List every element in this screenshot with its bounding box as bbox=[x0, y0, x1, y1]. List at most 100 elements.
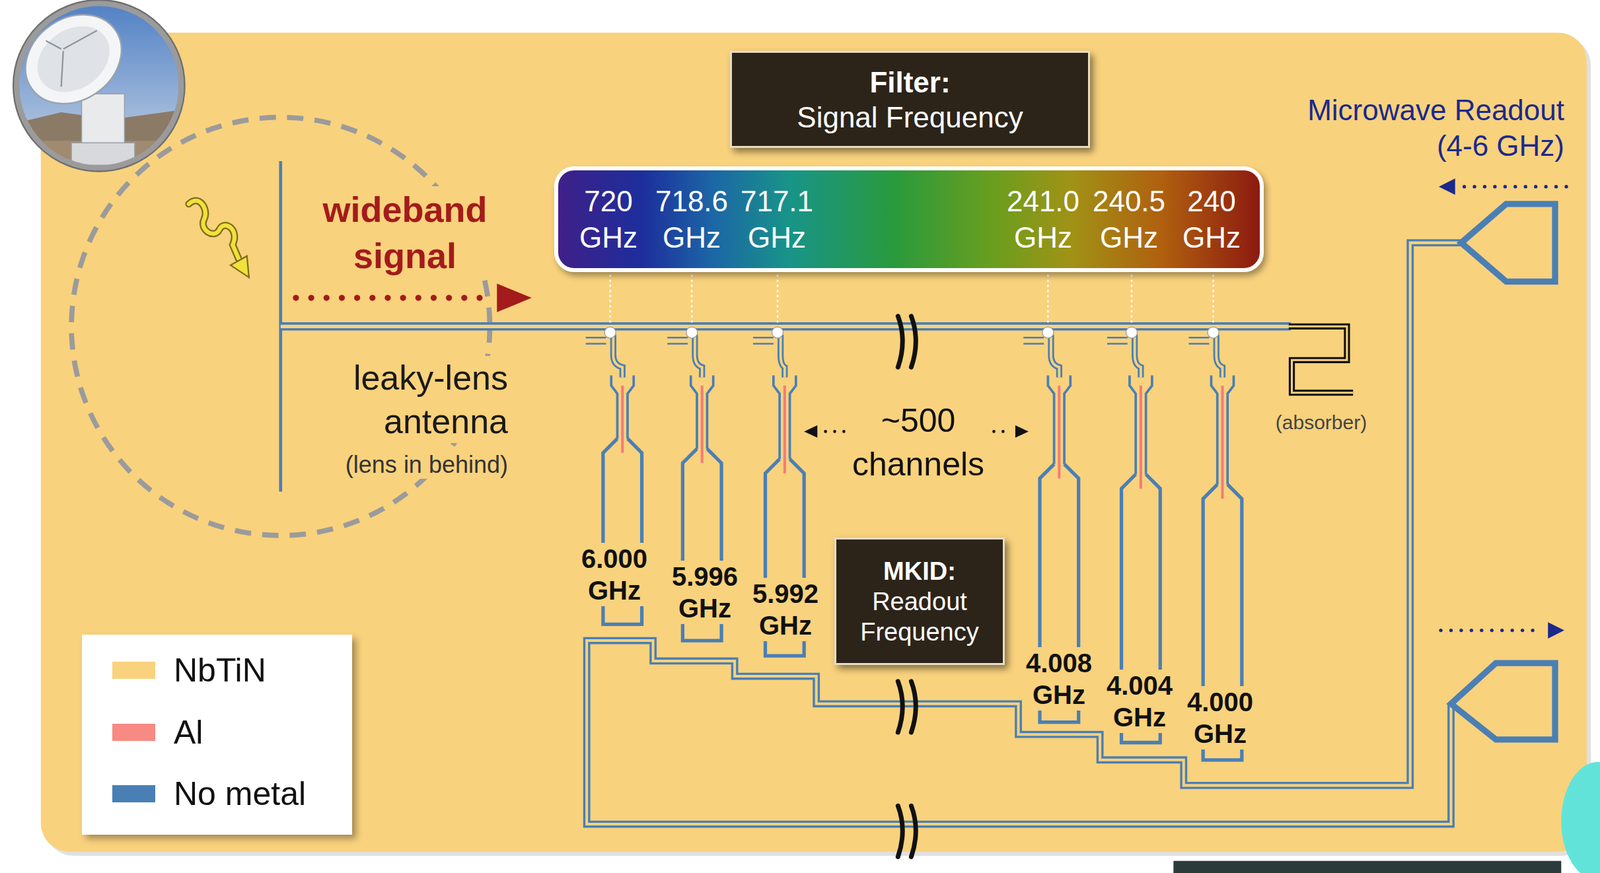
box-text: Signal Frequency bbox=[796, 99, 1023, 135]
coupler-line bbox=[694, 334, 703, 378]
aluminium-strip bbox=[1139, 385, 1143, 489]
break-mark bbox=[897, 805, 916, 857]
antenna-label: leaky-lens antenna bbox=[294, 356, 510, 444]
coupler-line bbox=[1134, 334, 1141, 378]
photon-outline bbox=[188, 200, 240, 260]
filter-label-box: Filter:Signal Frequency bbox=[729, 50, 1091, 148]
readout-line bbox=[586, 243, 1462, 825]
absorber-core bbox=[1288, 326, 1353, 393]
filter-frequency: 241.0 GHz bbox=[1006, 182, 1080, 256]
aluminium-strip bbox=[620, 385, 624, 454]
readout-out-dots bbox=[1463, 184, 1567, 189]
absorber-label: (absorber) bbox=[1273, 410, 1369, 435]
break-mark bbox=[897, 316, 916, 368]
frequency-link bbox=[776, 275, 779, 326]
coupler-line bbox=[613, 334, 623, 378]
legend-label: Al bbox=[173, 713, 203, 752]
signal-arrowhead bbox=[496, 283, 532, 312]
coupler-stub bbox=[1107, 337, 1128, 344]
mkid-frequency: 5.992 GHz bbox=[750, 578, 821, 642]
absorber bbox=[1288, 326, 1353, 393]
tap-dot bbox=[1126, 327, 1138, 339]
signal-label: wideband signal bbox=[320, 186, 489, 279]
chip-panel bbox=[40, 32, 1587, 852]
frequency-link bbox=[690, 275, 693, 326]
tap-dot bbox=[686, 327, 698, 339]
range-dots bbox=[984, 430, 1013, 434]
legend-row: No metal bbox=[112, 774, 306, 814]
readout-in-arrowhead bbox=[1547, 622, 1565, 639]
coupler-stub bbox=[1189, 337, 1210, 344]
legend-label: No metal bbox=[173, 774, 306, 814]
break-mark bbox=[897, 681, 916, 733]
antenna-note: (lens in behind) bbox=[343, 451, 510, 479]
readout-out-arrowhead bbox=[1438, 178, 1456, 195]
aluminium-strip bbox=[1057, 385, 1061, 479]
filter-frequency: 240 GHz bbox=[1182, 182, 1241, 256]
frequency-link bbox=[1047, 275, 1050, 326]
dish-struts bbox=[46, 30, 98, 87]
tap-dot bbox=[772, 327, 784, 339]
filter-frequency: 240.5 GHz bbox=[1092, 182, 1166, 256]
coupler-stub bbox=[1023, 337, 1044, 344]
legend-swatch bbox=[112, 724, 156, 742]
coupler-line bbox=[1216, 334, 1223, 378]
coupler-line-core bbox=[1134, 334, 1141, 378]
dish-inner bbox=[24, 12, 123, 106]
readout-port bbox=[1450, 663, 1556, 740]
signal-dots bbox=[295, 294, 488, 301]
aluminium-strip bbox=[700, 385, 704, 464]
antenna-base bbox=[71, 142, 135, 166]
legend-box: NbTiN Al No metal bbox=[81, 634, 353, 836]
readout-in-dots bbox=[1440, 628, 1541, 633]
mkid-frequency: 4.000 GHz bbox=[1185, 686, 1256, 750]
mkid-frequency: 4.004 GHz bbox=[1104, 669, 1175, 734]
range-dots bbox=[825, 430, 854, 434]
coupler-line-core bbox=[780, 334, 785, 378]
range-arrowhead bbox=[1015, 425, 1029, 438]
aluminium-strip bbox=[783, 385, 787, 474]
chip-photo-edge bbox=[1173, 861, 1562, 873]
coupler-line bbox=[780, 334, 785, 378]
filter-frequency: 718.6 GHz bbox=[655, 182, 728, 256]
photon-wave bbox=[188, 200, 240, 260]
tap-dot bbox=[604, 327, 616, 339]
legend-swatch bbox=[112, 785, 156, 803]
frequency-link bbox=[1212, 275, 1215, 326]
legend-swatch bbox=[112, 661, 156, 680]
frequency-link bbox=[609, 275, 612, 326]
telescope-photo bbox=[8, 0, 195, 182]
signal-feedline bbox=[280, 322, 1291, 331]
coupler-line-core bbox=[1216, 334, 1223, 378]
signal-spectrum-bar: 720 GHz 718.6 GHz717.1 GHz 241.0 GHz240.5 … bbox=[554, 166, 1264, 273]
tap-dot bbox=[1042, 327, 1054, 339]
readout-port bbox=[1461, 204, 1556, 282]
box-text: Readout Frequency bbox=[845, 586, 994, 648]
readout-label: Microwave Readout (4-6 GHz) bbox=[1284, 92, 1567, 164]
filter-frequency: 720 GHz bbox=[579, 182, 638, 256]
mkid-frequency: 5.996 GHz bbox=[669, 560, 740, 625]
dish bbox=[8, 0, 139, 122]
legend-label: NbTiN bbox=[173, 651, 267, 690]
mkid-label-box: MKID:Readout Frequency bbox=[834, 537, 1005, 666]
mkid-frequency: 6.000 GHz bbox=[579, 543, 650, 607]
coupler-line-core bbox=[613, 334, 623, 378]
coupler-stub bbox=[753, 337, 774, 344]
box-heading: Filter: bbox=[869, 64, 950, 100]
signal-feedline-core bbox=[280, 325, 1291, 329]
tap-dot bbox=[1207, 327, 1219, 339]
aluminium-strip bbox=[1220, 385, 1224, 499]
mkid-frequency: 4.008 GHz bbox=[1023, 647, 1094, 711]
coupler-stub bbox=[667, 337, 688, 344]
legend-row: NbTiN bbox=[112, 651, 267, 690]
coupler-line-core bbox=[694, 334, 703, 378]
corner-blob bbox=[1561, 762, 1600, 873]
coupler-line bbox=[1051, 334, 1059, 378]
ground bbox=[9, 140, 194, 182]
legend-row: Al bbox=[112, 713, 203, 752]
filter-bank bbox=[585, 275, 1242, 761]
filter-frequency: 717.1 GHz bbox=[740, 182, 814, 256]
photon-arrowhead bbox=[230, 256, 250, 278]
coupler-line-core bbox=[1051, 334, 1059, 378]
